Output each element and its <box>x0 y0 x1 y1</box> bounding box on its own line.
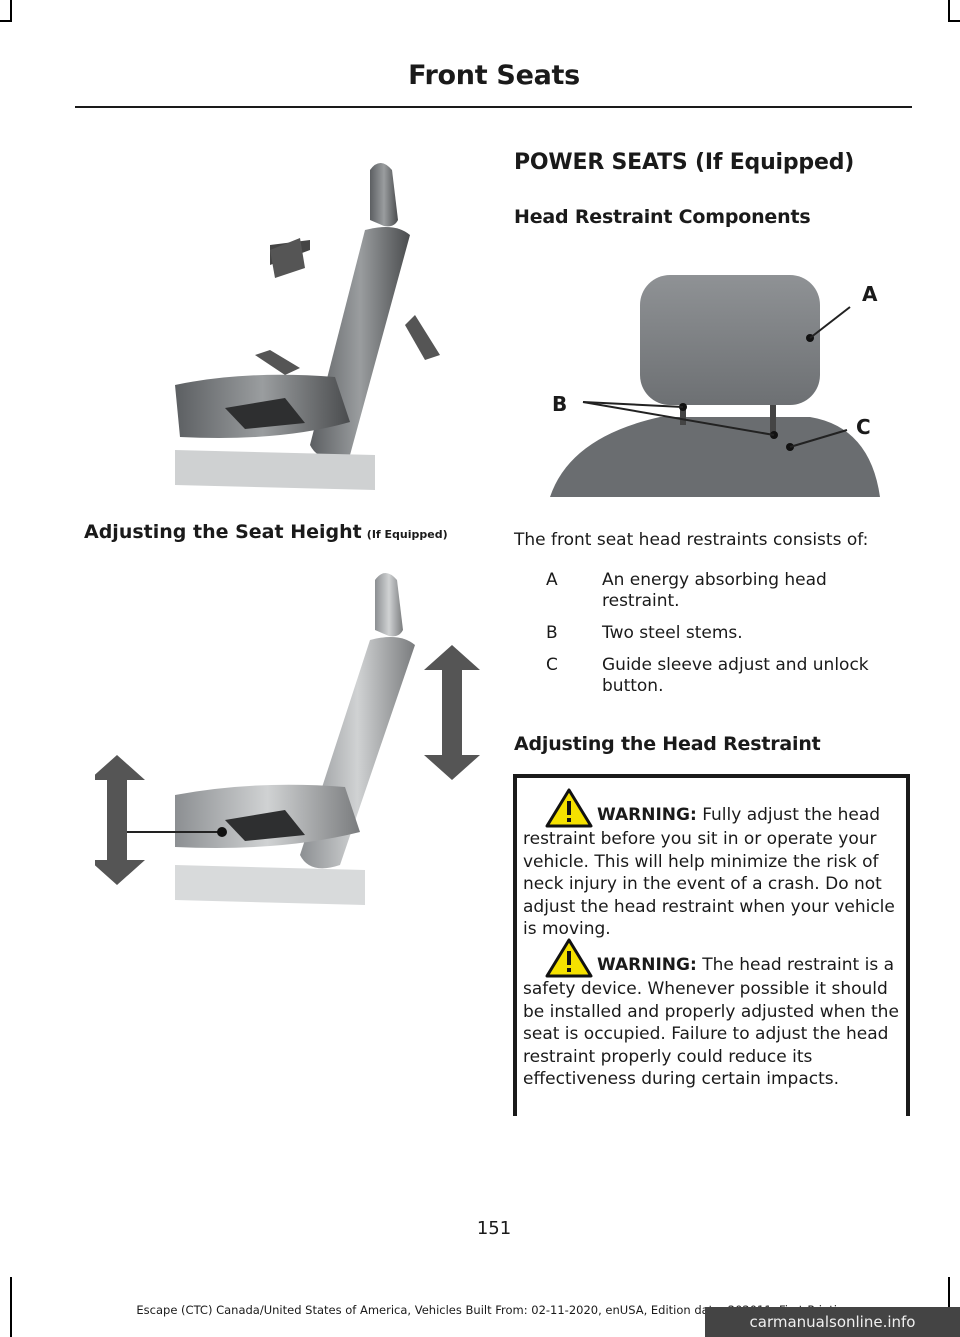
warning-triangle-icon <box>545 788 593 828</box>
warning-text: The head restraint is a safety device. W… <box>523 955 899 1089</box>
list-text: Two steel stems. <box>602 623 743 643</box>
seat-height-caption: Adjusting the Seat Height (If Equipped) <box>84 521 448 543</box>
watermark: carmanualsonline.info <box>705 1307 960 1337</box>
crop-mark <box>10 0 12 22</box>
intro-text: The front seat head restraints consists … <box>514 530 869 550</box>
list-letter: A <box>546 570 558 590</box>
warning-triangle-icon <box>545 938 593 978</box>
caption-suffix: (If Equipped) <box>366 528 448 541</box>
crop-mark <box>948 0 950 22</box>
warning-text: Fully adjust the head restraint before y… <box>523 805 895 939</box>
footer-text: Escape (CTC) Canada/United States of Ame… <box>136 1303 852 1317</box>
list-text: Guide sleeve adjust and unlock button. <box>602 655 869 696</box>
figure-label-c: C <box>856 415 871 439</box>
crop-mark <box>0 20 12 22</box>
crop-mark <box>948 20 960 22</box>
seat-recline-illustration <box>175 163 440 490</box>
list-letter: B <box>546 623 558 643</box>
header-divider <box>75 106 912 108</box>
components-list: A An energy absorbing head restraint. B … <box>546 570 946 700</box>
crop-mark <box>10 1277 12 1337</box>
list-text: An energy absorbing head restraint. <box>602 570 827 611</box>
page-number: 151 <box>476 1218 512 1239</box>
warning-label: WARNING: <box>597 955 697 975</box>
adjust-title: Adjusting the Head Restraint <box>514 733 821 755</box>
seat-height-illustration <box>95 573 480 905</box>
warning-label: WARNING: <box>597 805 697 825</box>
page-title: Front Seats <box>408 60 580 91</box>
caption-main: Adjusting the Seat Height <box>84 521 362 543</box>
head-restraint-illustration <box>550 275 880 497</box>
figure-label-b: B <box>552 392 568 416</box>
section-title: POWER SEATS (If Equipped) <box>514 150 855 175</box>
figure-label-a: A <box>862 282 878 306</box>
list-letter: C <box>546 655 558 675</box>
warning-paragraph: WARNING: Fully adjust the head restraint… <box>523 788 903 941</box>
warning-paragraph: WARNING: The head restraint is a safety … <box>523 938 903 1091</box>
subsection-title: Head Restraint Components <box>514 206 811 228</box>
warning-box: WARNING: Fully adjust the head restraint… <box>513 774 910 1116</box>
